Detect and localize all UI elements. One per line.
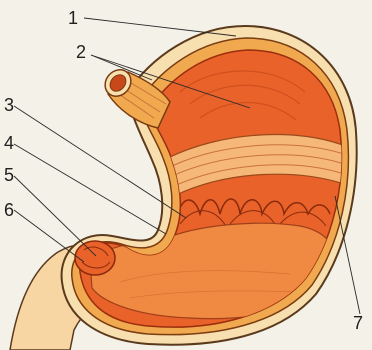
callout-label-6: 6 bbox=[4, 201, 14, 219]
callout-label-5: 5 bbox=[4, 166, 14, 184]
callout-label-1: 1 bbox=[68, 9, 78, 27]
callout-label-3: 3 bbox=[4, 96, 14, 114]
callout-label-2: 2 bbox=[76, 43, 86, 61]
callout-label-7: 7 bbox=[353, 314, 363, 332]
callout-label-4: 4 bbox=[4, 134, 14, 152]
pyloric-sphincter bbox=[75, 241, 115, 275]
